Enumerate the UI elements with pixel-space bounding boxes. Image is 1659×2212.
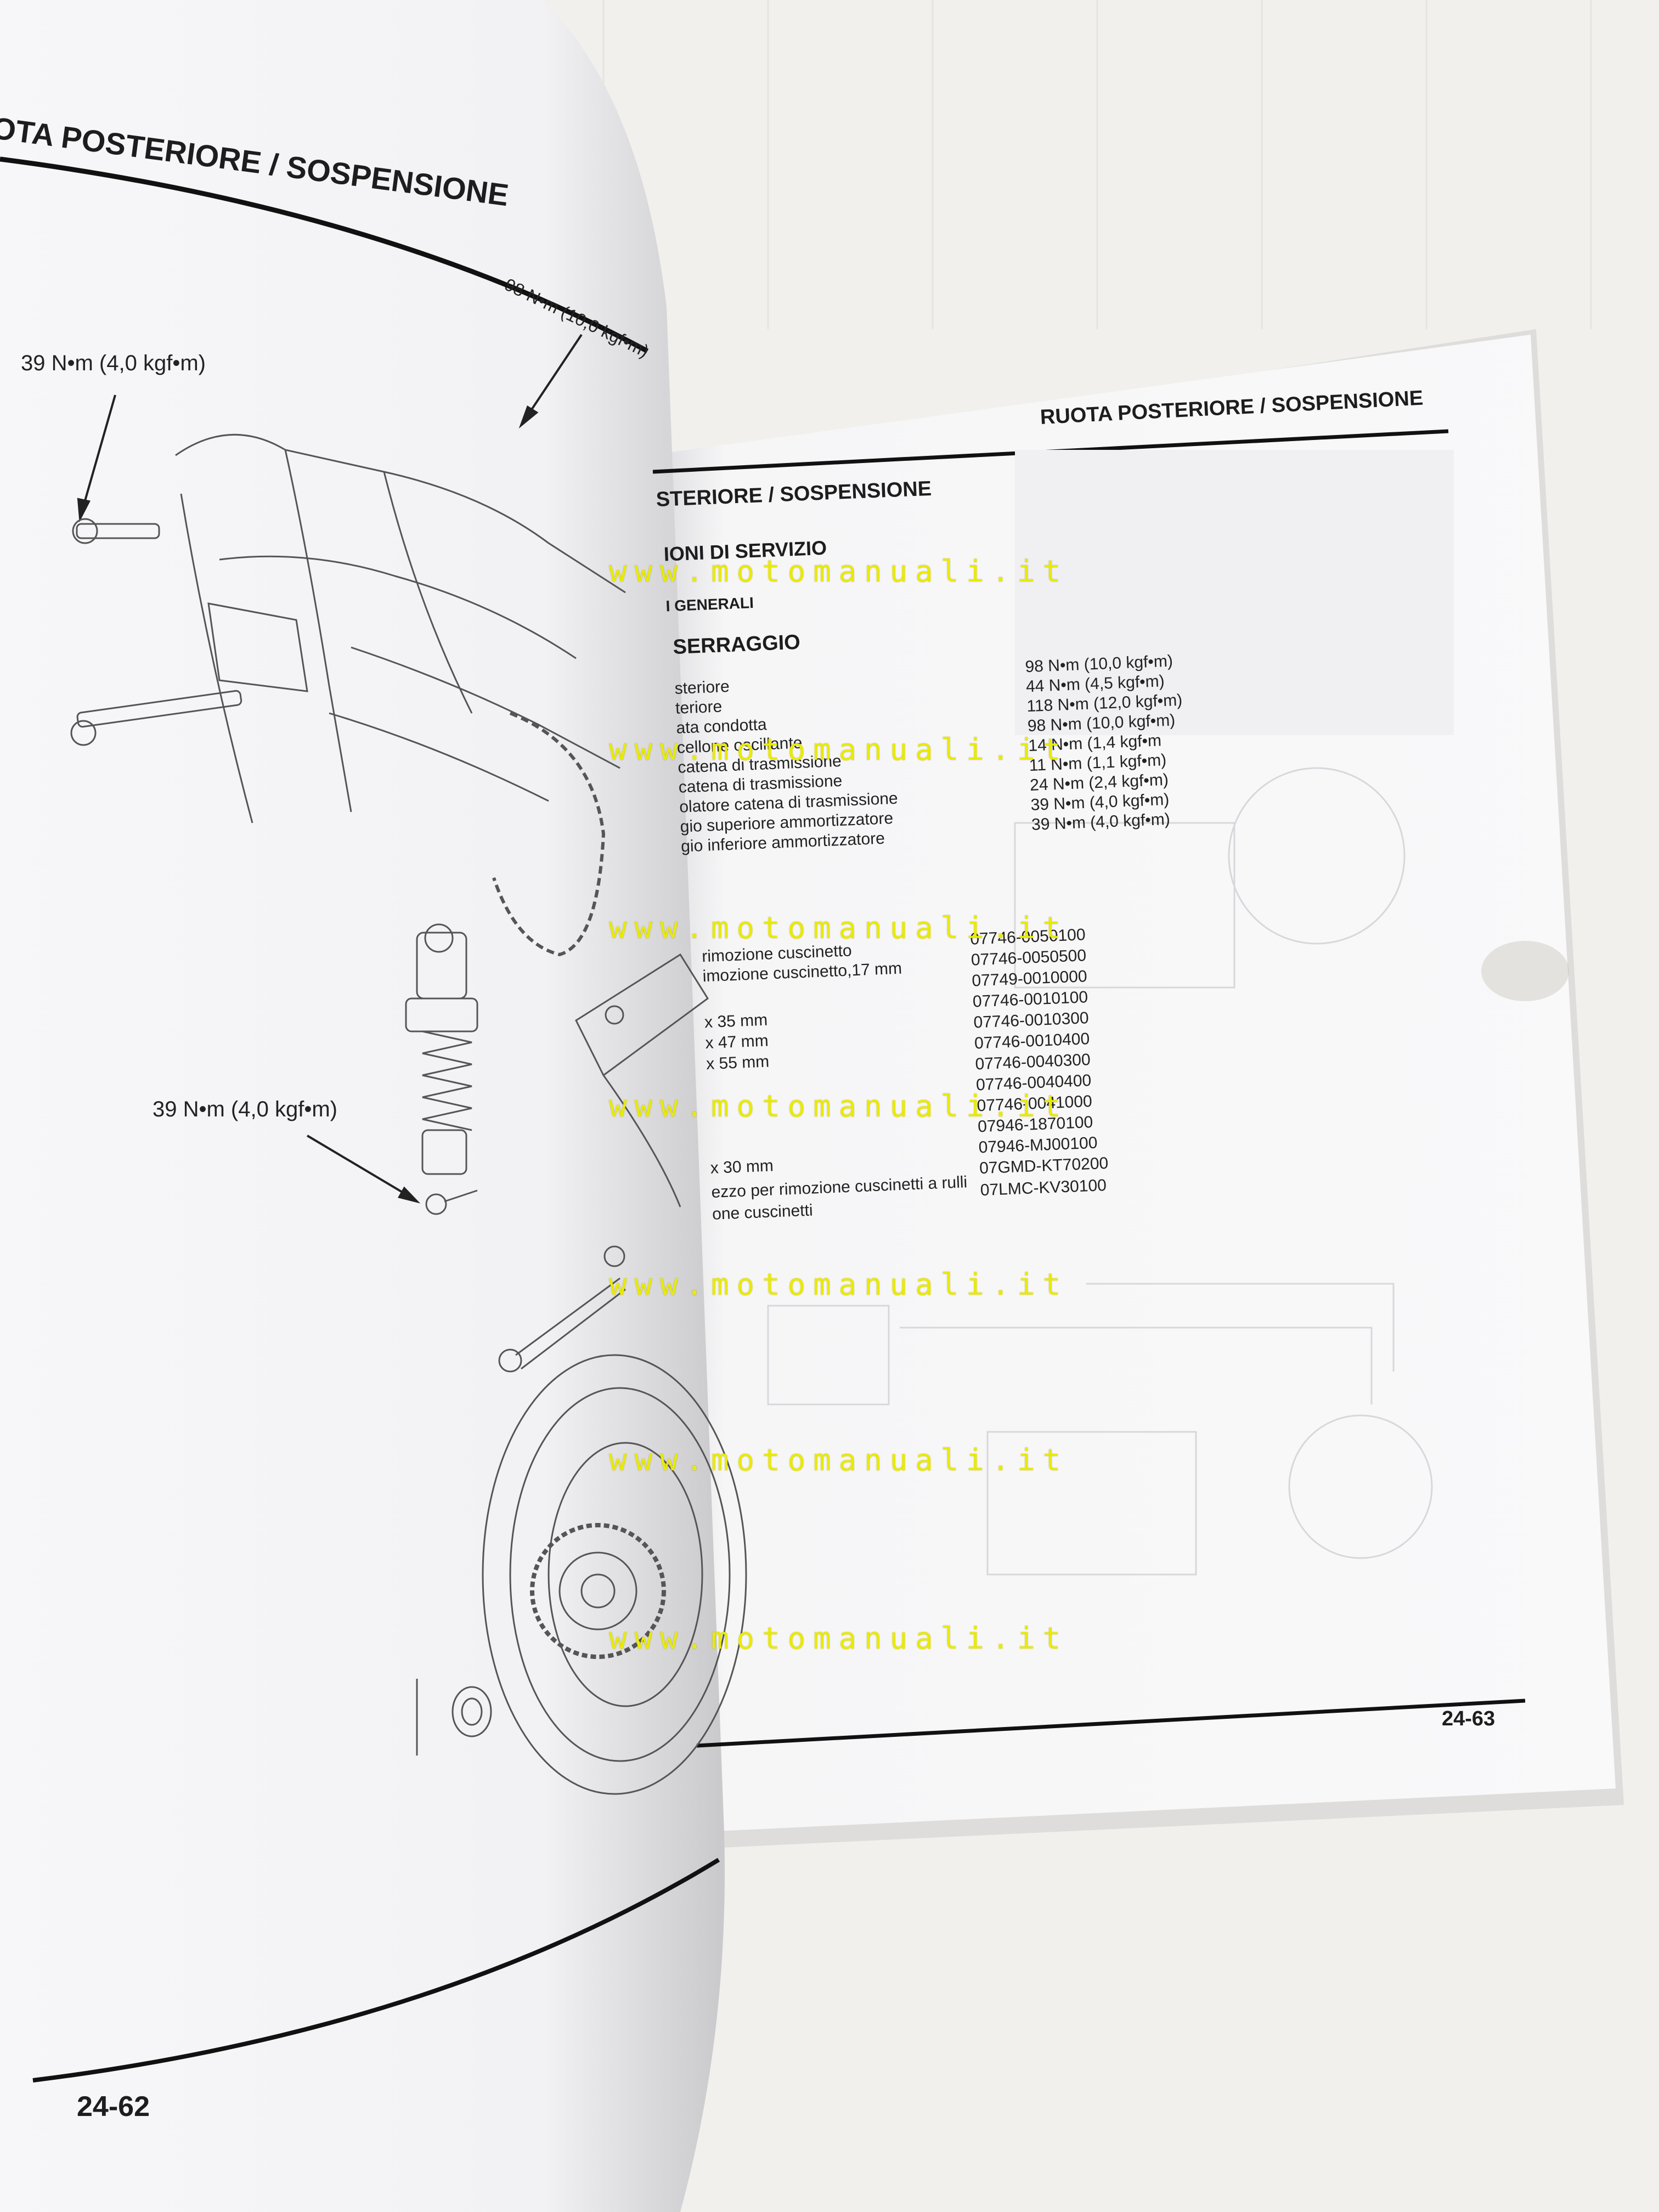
watermark-text: www.motomanuali.it <box>609 911 1069 945</box>
watermark-text: www.motomanuali.it <box>609 1621 1069 1656</box>
torque-callout-mid: 39 N•m (4,0 kgf•m) <box>153 1097 337 1121</box>
watermark-text: www.motomanuali.it <box>609 1089 1069 1124</box>
torque-row-label: teriore <box>675 697 723 718</box>
tool-row-label: x 55 mm <box>706 1052 770 1074</box>
watermark-text: www.motomanuali.it <box>609 732 1069 767</box>
tool-row-label: ezzo per rimozione cuscinetti a rulli <box>710 1173 968 1201</box>
tool-row-label: x 47 mm <box>705 1031 769 1053</box>
tool-row-label: one cuscinetti <box>712 1201 814 1223</box>
tool-row-code: 07746-0010400 <box>974 1030 1090 1053</box>
tool-row-code: 07746-0010300 <box>973 1009 1090 1032</box>
tool-row-code: 07746-0010100 <box>972 988 1088 1011</box>
torque-callout-top-left: 39 N•m (4,0 kgf•m) <box>21 351 206 375</box>
left-page-number: 24-62 <box>77 2091 150 2123</box>
tool-row-code: 07LMC-KV30100 <box>980 1176 1107 1200</box>
watermark-text: www.motomanuali.it <box>609 554 1069 589</box>
watermark-text: www.motomanuali.it <box>609 1443 1069 1477</box>
torque-row-label: steriore <box>674 677 730 698</box>
watermark-text: www.motomanuali.it <box>609 1267 1069 1302</box>
tool-row-code: 07746-0050500 <box>970 946 1087 969</box>
tool-row-label: x 35 mm <box>704 1011 768 1032</box>
tool-row-code: 07946-MJ00100 <box>978 1133 1098 1157</box>
torque-heading: SERRAGGIO <box>672 630 801 659</box>
right-page-number: 24-63 <box>1442 1707 1496 1730</box>
tool-row-code: 07749-0010000 <box>971 967 1088 990</box>
general-heading: I GENERALI <box>665 594 754 615</box>
tool-row-code: 07GMD-KT70200 <box>979 1154 1109 1178</box>
tool-row-label: x 30 mm <box>710 1156 774 1177</box>
tool-row-code: 07746-0040300 <box>974 1051 1091 1074</box>
torque-row-value: 39 N•m (4,0 kgf•m) <box>1031 810 1171 834</box>
